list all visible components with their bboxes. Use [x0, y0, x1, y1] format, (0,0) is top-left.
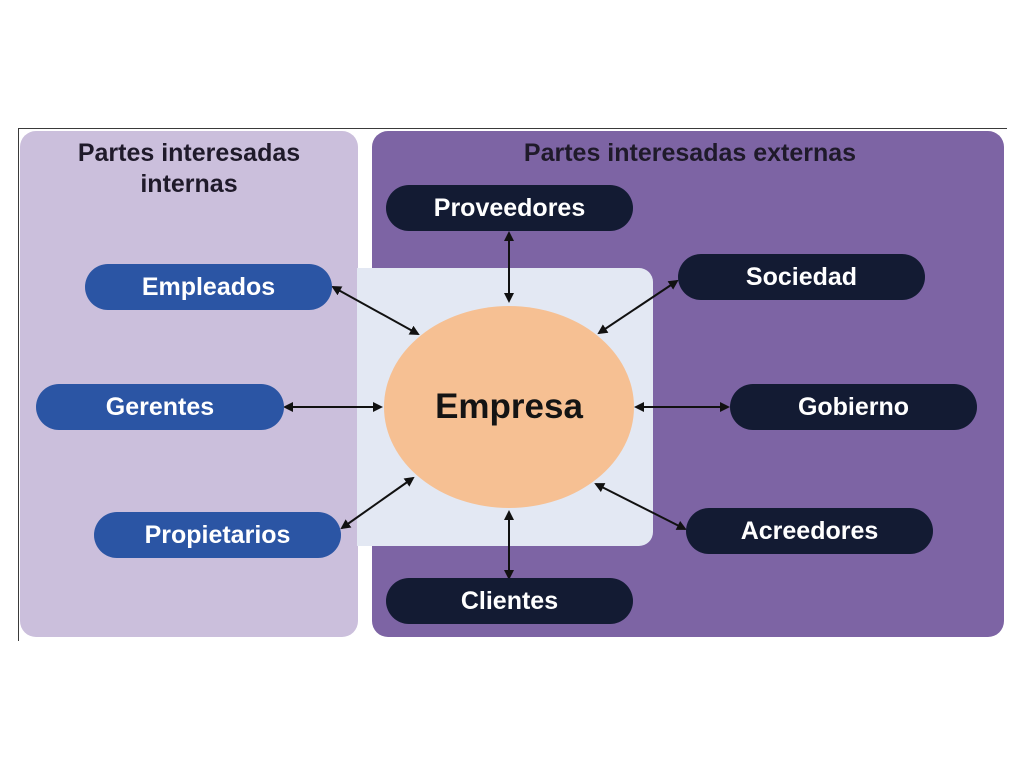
pill-gobierno: Gobierno: [730, 384, 977, 430]
internal-panel-title: Partes interesadas internas: [22, 138, 356, 200]
pill-proveedores: Proveedores: [386, 185, 633, 231]
arrow-sociedad: [597, 279, 679, 335]
pill-clientes: Clientes: [386, 578, 633, 624]
arrow-propietarios: [340, 476, 415, 530]
pill-acreedores: Acreedores: [686, 508, 933, 554]
arrow-empleados: [331, 286, 420, 335]
arrow-acreedores: [594, 483, 687, 530]
pill-empleados: Empleados: [85, 264, 332, 310]
internal-title-line1: Partes interesadas: [77, 139, 301, 167]
empresa-hub: Empresa: [384, 306, 634, 508]
pill-gerentes: Gerentes: [36, 384, 284, 430]
pill-propietarios: Propietarios: [94, 512, 341, 558]
internal-title-line2: internas: [140, 170, 238, 198]
pill-sociedad: Sociedad: [678, 254, 925, 300]
external-panel-title: Partes interesadas externas: [523, 139, 857, 167]
